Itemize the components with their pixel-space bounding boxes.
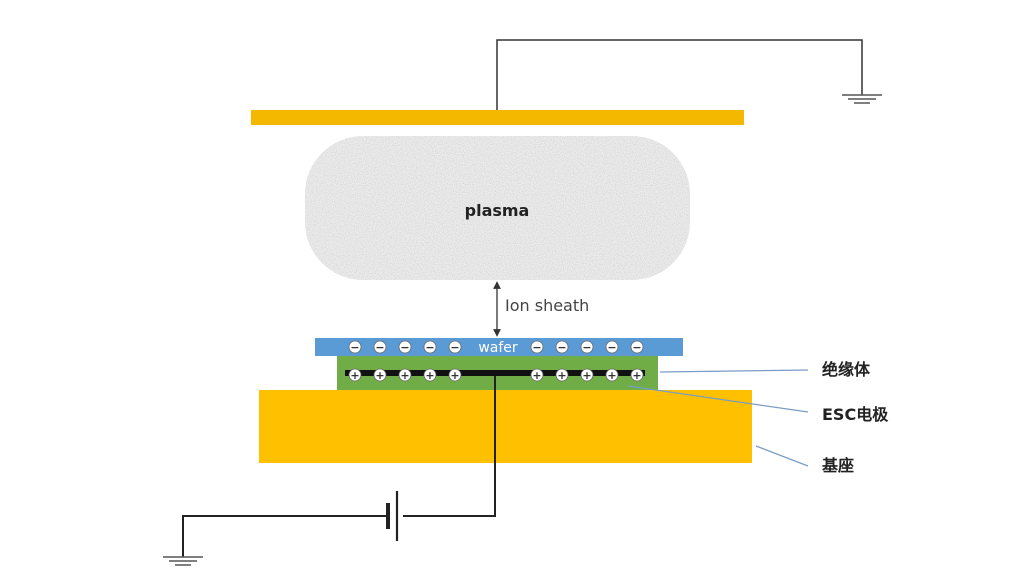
wafer-negative-charge-circle — [530, 340, 544, 354]
electrode-positive-charge-symbol: + — [450, 369, 459, 382]
wafer-negative-charge: − — [373, 340, 387, 354]
wafer-negative-charge-circle — [448, 340, 462, 354]
wafer-negative-charge-circle — [555, 340, 569, 354]
wafer-negative-charge: − — [423, 340, 437, 354]
wafer-negative-charge: − — [580, 340, 594, 354]
electrode-positive-charge-symbol: + — [607, 369, 616, 382]
wafer-negative-charge: − — [605, 340, 619, 354]
electrode-positive-charge-symbol: + — [532, 369, 541, 382]
esc-electrode-bar — [345, 370, 645, 376]
battery-symbol — [386, 491, 399, 541]
leader-base — [755, 445, 809, 467]
electrode-positive-charge: + — [373, 368, 387, 382]
wafer-negative-charge-circle — [630, 340, 644, 354]
electrode-positive-charge-symbol: + — [350, 369, 359, 382]
electrode-positive-charge: + — [423, 368, 437, 382]
electrode-positive-charge-circle — [348, 368, 362, 382]
wafer-negative-charge-symbol: − — [425, 341, 434, 354]
wafer-negative-charge-circle — [373, 340, 387, 354]
electrode-positive-charge-circle — [555, 368, 569, 382]
electrode-positive-charge-symbol: + — [632, 369, 641, 382]
electrode-positive-charge-circle — [605, 368, 619, 382]
top-electrode-plate — [251, 110, 744, 125]
electrode-positive-charge: + — [348, 368, 362, 382]
callout-insulator: 绝缘体 — [822, 360, 871, 379]
wafer-negative-charge: − — [555, 340, 569, 354]
plasma-cloud — [305, 136, 690, 280]
electrode-positive-charge-circle — [373, 368, 387, 382]
electrode-positive-charge: + — [605, 368, 619, 382]
wafer-negative-charge-symbol: − — [557, 341, 566, 354]
wafer-negative-charge-symbol: − — [607, 341, 616, 354]
electrode-positive-charge-circle — [448, 368, 462, 382]
wafer-negative-charge-symbol: − — [400, 341, 409, 354]
wafer-negative-charge-circle — [398, 340, 412, 354]
electrode-positive-charge: + — [630, 368, 644, 382]
leader-esc-electrode — [627, 385, 809, 413]
bottom-ground-symbol — [163, 556, 203, 566]
wafer-negative-charge-symbol: − — [450, 341, 459, 354]
top-ground-symbol — [842, 94, 882, 104]
wafer-negative-charge: − — [398, 340, 412, 354]
wafer-negative-charge-symbol: − — [350, 341, 359, 354]
electrode-positive-charge-symbol: + — [425, 369, 434, 382]
electrode-positive-charge-circle — [530, 368, 544, 382]
leader-insulator — [659, 369, 809, 373]
callout-esc-electrode: ESC电极 — [822, 405, 889, 424]
electrode-positive-charge: + — [555, 368, 569, 382]
wafer-negative-charge: − — [530, 340, 544, 354]
callout-leader-lines — [627, 369, 809, 467]
top-ground-wire — [496, 39, 863, 110]
electrode-positive-charge-symbol: + — [375, 369, 384, 382]
electrode-positive-charge-circle — [630, 368, 644, 382]
electrode-positive-charge-symbol: + — [400, 369, 409, 382]
wafer-negative-charge: − — [630, 340, 644, 354]
wafer-negative-charge-symbol: − — [582, 341, 591, 354]
callout-base: 基座 — [821, 456, 854, 475]
wafer-negative-charge-circle — [423, 340, 437, 354]
electrode-positive-charge: + — [530, 368, 544, 382]
wafer-negative-charge: − — [448, 340, 462, 354]
electrode-charges: + + + + + + + + + + — [348, 368, 644, 382]
plasma-label: plasma — [465, 201, 530, 220]
electrode-positive-charge-symbol: + — [582, 369, 591, 382]
wafer-negative-charge: − — [348, 340, 362, 354]
wafer-negative-charge-symbol: − — [375, 341, 384, 354]
wafer-negative-charge-circle — [580, 340, 594, 354]
electrode-positive-charge: + — [398, 368, 412, 382]
ion-sheath-label: Ion sheath — [505, 296, 589, 315]
electrode-positive-charge-circle — [423, 368, 437, 382]
electrode-positive-charge: + — [448, 368, 462, 382]
electrode-positive-charge: + — [580, 368, 594, 382]
electrode-positive-charge-circle — [398, 368, 412, 382]
wafer-negative-charge-circle — [348, 340, 362, 354]
bottom-circuit-wire — [182, 376, 496, 557]
wafer-label: wafer — [478, 340, 518, 356]
electrode-positive-charge-circle — [580, 368, 594, 382]
base-block — [259, 390, 752, 463]
wafer-charges: −−−−−−−−−− — [348, 340, 644, 354]
electrode-positive-charge-symbol: + — [557, 369, 566, 382]
wafer-negative-charge-circle — [605, 340, 619, 354]
wafer-negative-charge-symbol: − — [532, 341, 541, 354]
wafer-negative-charge-symbol: − — [632, 341, 641, 354]
